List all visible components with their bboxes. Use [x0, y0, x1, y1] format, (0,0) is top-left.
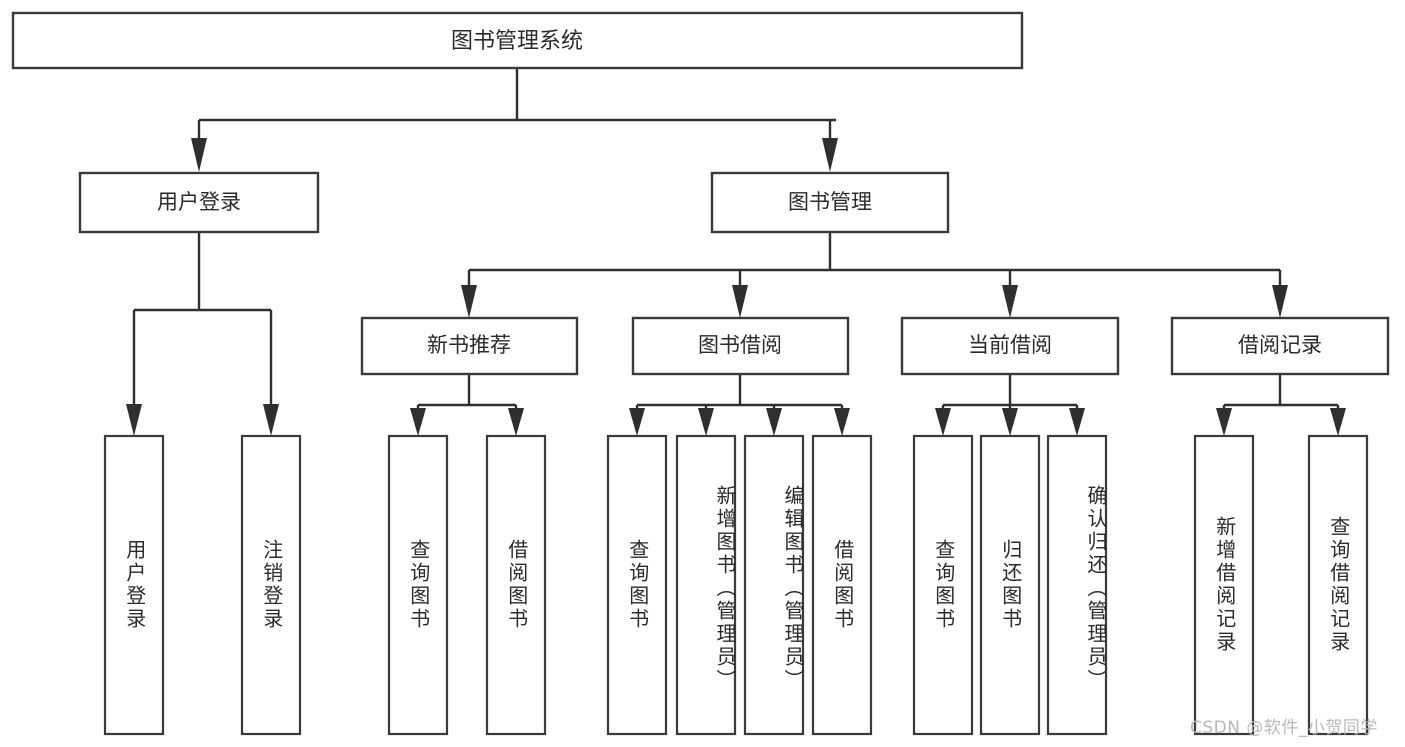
connector-layer	[126, 68, 1346, 436]
arrow-bookmanage-to-borrow	[732, 285, 748, 318]
arrow-root-to-user-login	[191, 138, 207, 172]
leaf-borrow-book-box[interactable]	[811, 434, 873, 736]
leaf-edit-book-admin-box[interactable]	[743, 434, 805, 736]
node-new-book-recommend-box[interactable]	[360, 316, 579, 376]
node-book-borrow-label: 图书借阅	[698, 333, 782, 357]
arrow-currentborrow-leaf-3	[1069, 408, 1085, 436]
node-borrow-record-box[interactable]	[1170, 316, 1390, 376]
arrow-currentborrow-leaf-2	[1002, 408, 1018, 436]
arrow-bookmanage-to-record	[1272, 285, 1288, 318]
leaf-logout-box[interactable]	[240, 434, 302, 736]
node-current-borrow-label: 当前借阅	[968, 333, 1052, 357]
arrow-bookborrow-leaf-4	[834, 408, 850, 436]
csdn-watermark: CSDN @软件_小贺同学	[1190, 718, 1378, 738]
arrow-borrowrecord-leaf-2	[1330, 408, 1346, 436]
leaf-borrow-book-recommend-box[interactable]	[485, 434, 547, 736]
arrow-bookborrow-leaf-3	[766, 408, 782, 436]
node-book-manage-box[interactable]	[710, 171, 950, 234]
arrow-bookborrow-leaf-2	[698, 408, 714, 436]
node-root-label: 图书管理系统	[451, 29, 583, 54]
arrow-currentborrow-leaf-1	[935, 408, 951, 436]
node-current-borrow-box[interactable]	[900, 316, 1120, 376]
arrow-newbook-leaf-1	[410, 408, 426, 436]
node-book-borrow-box[interactable]	[631, 316, 850, 376]
node-new-book-recommend-label: 新书推荐	[427, 333, 511, 357]
arrow-userlogin-leaf-2	[263, 404, 279, 436]
node-borrow-record-label: 借阅记录	[1238, 333, 1322, 357]
leaf-user-login-box[interactable]	[103, 434, 165, 736]
leaf-query-book-borrow-box[interactable]	[606, 434, 668, 736]
leaf-add-borrow-record-box[interactable]	[1193, 434, 1255, 736]
leaf-confirm-return-admin-box[interactable]	[1046, 434, 1108, 736]
node-book-manage-label: 图书管理	[788, 190, 872, 214]
leaf-query-book-recommend-box[interactable]	[387, 434, 449, 736]
arrow-borrowrecord-leaf-1	[1216, 408, 1232, 436]
leaf-return-book-box[interactable]	[979, 434, 1041, 736]
leaf-add-book-admin-box[interactable]	[675, 434, 737, 736]
node-user-login-label: 用户登录	[157, 190, 241, 214]
node-root-box[interactable]	[11, 11, 1024, 70]
arrow-bookmanage-to-current	[1002, 285, 1018, 318]
arrow-newbook-leaf-2	[508, 408, 524, 436]
node-user-login-box[interactable]	[78, 171, 320, 234]
node-layer: 图书管理系统 用户登录 图书管理 新书推荐 图书借阅 当前借阅 借阅记录	[11, 11, 1390, 736]
leaf-query-book-current-box[interactable]	[912, 434, 974, 736]
arrow-userlogin-leaf-1	[126, 404, 142, 436]
arrow-root-to-book-manage	[822, 138, 838, 172]
leaf-query-borrow-record-box[interactable]	[1307, 434, 1369, 736]
arrow-bookborrow-leaf-1	[629, 408, 645, 436]
arrow-bookmanage-to-newbook	[461, 285, 477, 318]
